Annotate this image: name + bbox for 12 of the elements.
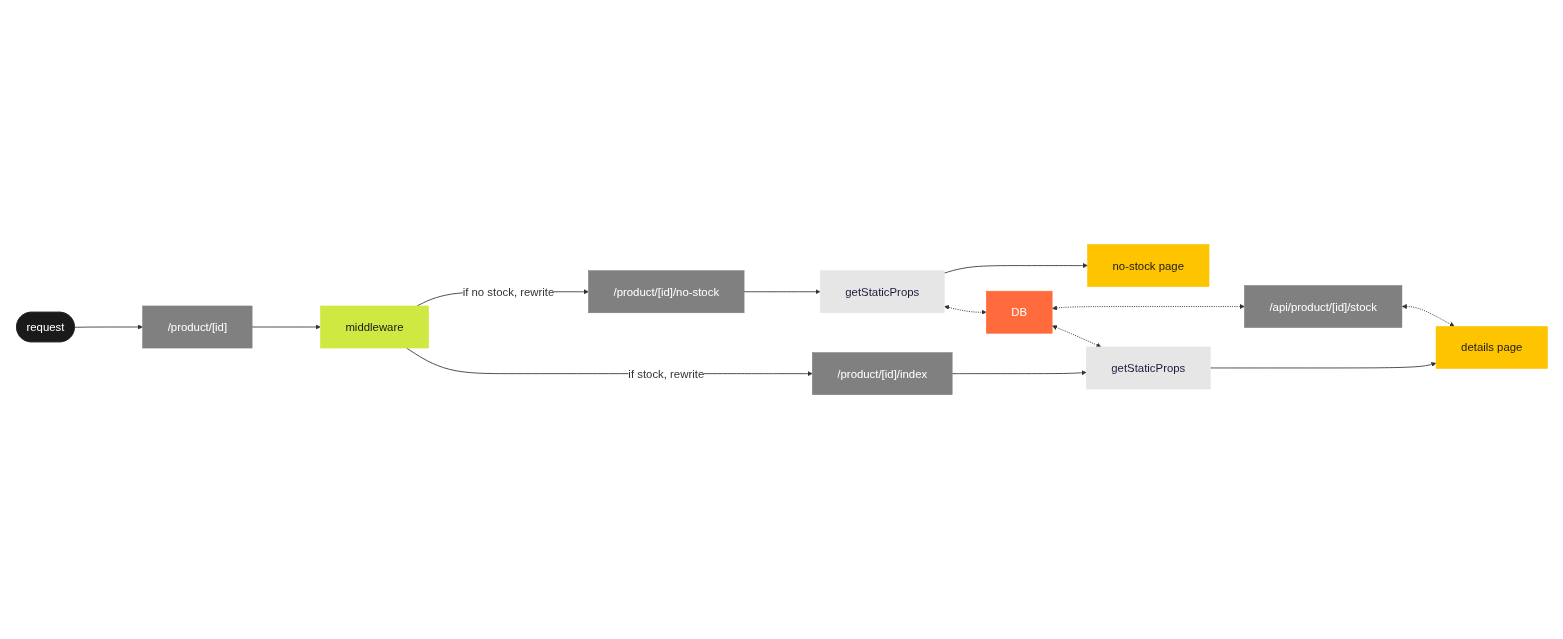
node-box: /product/[id] [141,305,252,349]
node-box: details page [1435,326,1548,369]
node-box: /api/product/[id]/stock [1243,285,1402,328]
node-box: getStaticProps [1085,346,1211,390]
node-box: getStaticProps [819,270,945,313]
node-box: middleware [319,305,429,349]
node-box: DB [985,290,1052,334]
node-box: /product/[id]/no-stock [587,270,744,313]
node-box: /product/[id]/index [811,352,952,395]
node-box: no-stock page [1086,244,1209,287]
edge-label: if stock, rewrite [627,367,704,380]
edge-label: if no stock, rewrite [462,285,554,298]
